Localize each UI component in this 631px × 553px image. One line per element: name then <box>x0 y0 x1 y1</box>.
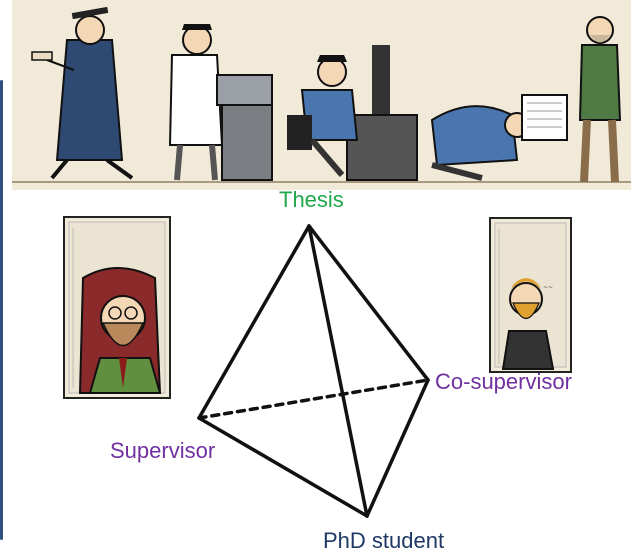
edge-thesis-supervisor <box>197 224 311 420</box>
professor-figure <box>578 16 622 183</box>
edge-cosupervisor-phd <box>365 378 430 518</box>
graduate-figure <box>31 6 134 180</box>
node-label-phd-student: PhD student <box>323 528 445 553</box>
supervisor-portrait <box>63 216 171 399</box>
node-label-thesis: Thesis <box>279 187 344 212</box>
co-supervisor-portrait: ~~ <box>489 217 572 373</box>
edge-thesis-phd <box>307 224 369 518</box>
accent-bar <box>0 80 3 540</box>
node-label-co-supervisor: Co-supervisor <box>435 369 572 394</box>
comic-strip-phd-stages <box>12 0 631 190</box>
edge-supervisor-cosupervisor <box>197 378 430 420</box>
node-label-supervisor: Supervisor <box>110 438 216 463</box>
kneeling-figure <box>430 94 568 181</box>
scratch-scribble: ~~ <box>543 284 553 291</box>
computer-figure <box>287 45 418 181</box>
lab-coat-figure <box>168 24 273 181</box>
edge-supervisor-phd <box>197 416 369 518</box>
edge-thesis-cosupervisor <box>307 224 430 382</box>
